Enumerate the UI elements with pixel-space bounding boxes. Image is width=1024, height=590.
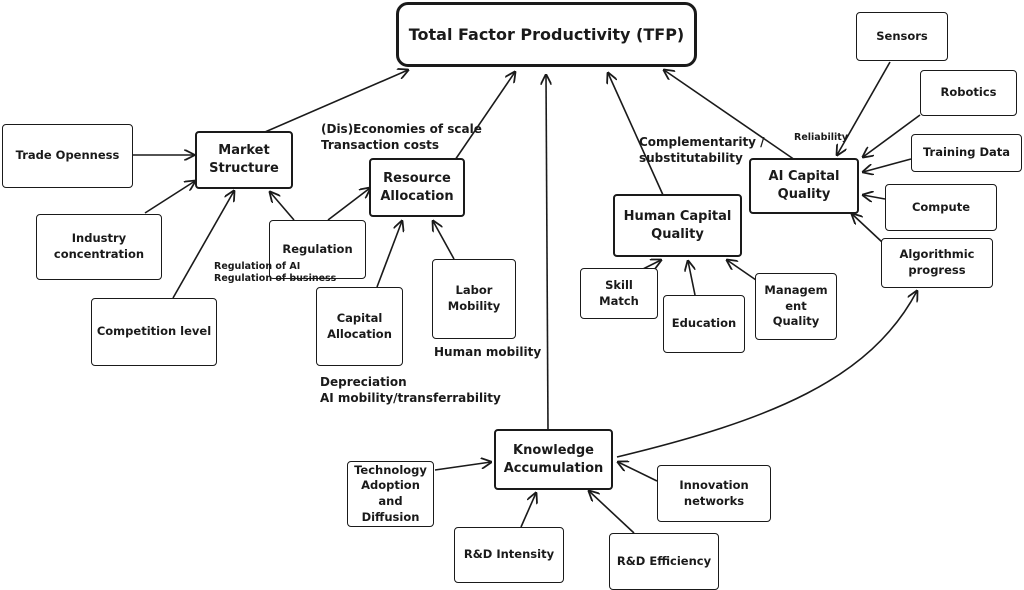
arrow-competition-to-market xyxy=(172,191,234,299)
arrow-knowledge-to-algorithmic xyxy=(616,291,917,458)
algorithmic-progress-node: Algorithmic progress xyxy=(881,238,993,288)
rd-efficiency-node: R&D Efficiency xyxy=(609,533,719,590)
skill-match-node: Skill Match xyxy=(580,268,658,319)
training-data-node: Training Data xyxy=(911,134,1022,172)
human-mobility-label: Human mobility xyxy=(434,345,542,359)
regulation-notes-label: Regulation of AI Regulation of business xyxy=(214,261,337,285)
arrow-ai-to-tfp xyxy=(664,70,796,161)
arrow-rd-intensity-to-knowledge xyxy=(520,493,536,528)
arrow-knowledge-to-tfp xyxy=(546,75,548,431)
arrow-education-to-human xyxy=(688,261,696,296)
industry-concentration-node: Industry concentration xyxy=(36,214,162,280)
arrow-labor-to-resource xyxy=(433,221,455,260)
tfp-node: Total Factor Productivity (TFP) xyxy=(396,2,697,67)
economies-of-scale-label: (Dis)Economies of scale Transaction cost… xyxy=(321,122,482,153)
innovation-networks-node: Innovation networks xyxy=(657,465,771,522)
market-structure-node: Market Structure xyxy=(195,131,293,189)
arrow-robotics-to-ai xyxy=(863,114,921,157)
regulation-node: Regulation xyxy=(269,220,366,279)
arrow-regulation-to-market xyxy=(270,192,295,221)
robotics-node: Robotics xyxy=(920,70,1017,116)
arrow-management-to-human xyxy=(727,260,757,281)
arrow-regulation-to-resource xyxy=(327,188,370,221)
arrow-concentration-to-market xyxy=(144,181,195,214)
arrow-human-to-tfp xyxy=(608,73,664,196)
complementarity-label: Complementarity / substitutability xyxy=(639,135,765,166)
knowledge-accumulation-node: Knowledge Accumulation xyxy=(494,429,613,490)
arrow-algorithmic-to-ai xyxy=(852,214,883,243)
arrow-rd-efficiency-to-knowledge xyxy=(589,491,635,534)
arrow-innovation-to-knowledge xyxy=(618,462,658,482)
arrow-compute-to-ai xyxy=(863,195,886,199)
sensors-node: Sensors xyxy=(856,12,948,61)
competition-level-node: Competition level xyxy=(91,298,217,366)
capital-allocation-node: Capital Allocation xyxy=(316,287,403,366)
arrow-training-to-ai xyxy=(863,158,912,172)
arrow-capital-to-resource xyxy=(376,221,402,288)
management-quality-node: Managem ent Quality xyxy=(755,273,837,340)
technology-adoption-node: Technology Adoption and Diffusion xyxy=(347,461,434,527)
education-node: Education xyxy=(663,295,745,353)
depreciation-label: Depreciation AI mobility/transferrabilit… xyxy=(320,375,501,406)
arrow-resource-to-tfp xyxy=(454,72,515,161)
rd-intensity-node: R&D Intensity xyxy=(454,527,564,583)
arrow-market-to-tfp xyxy=(264,70,408,133)
resource-allocation-node: Resource Allocation xyxy=(369,158,465,217)
labor-mobility-node: Labor Mobility xyxy=(432,259,516,339)
arrow-sensors-to-ai xyxy=(837,61,891,155)
arrow-tech-to-knowledge xyxy=(434,462,491,471)
trade-openness-node: Trade Openness xyxy=(2,124,133,188)
compute-node: Compute xyxy=(885,184,997,231)
ai-capital-quality-node: AI Capital Quality xyxy=(749,158,859,214)
reliability-label: Reliability xyxy=(794,132,848,143)
human-capital-quality-node: Human Capital Quality xyxy=(613,194,742,257)
